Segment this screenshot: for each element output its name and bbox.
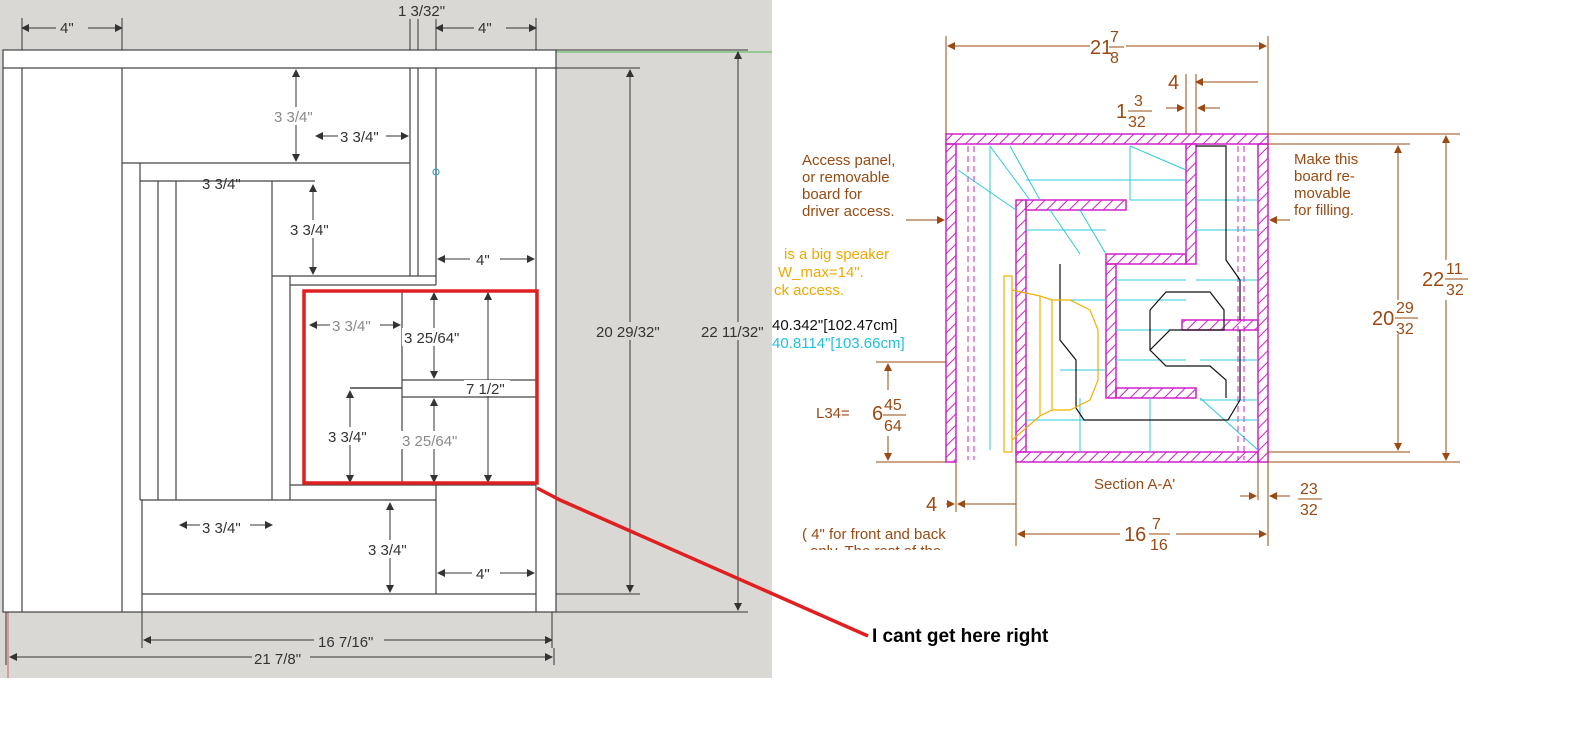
height-outer-whole: 22 <box>1422 269 1444 291</box>
cad-top-1-whole: 1 <box>1116 101 1127 123</box>
dim-inner-3-3-4: 3 3/4" <box>202 176 241 193</box>
make-note-line-2: board re- <box>1294 168 1355 185</box>
foot-note-line-1: ( 4" for front and back <box>802 526 946 543</box>
dim-width-16-7-16: 16 7/16" <box>318 634 373 651</box>
cad-top-width-den: 8 <box>1110 50 1119 67</box>
dim-top-right-4: 4" <box>478 20 492 37</box>
dim-top-1-3-32: 1 3/32" <box>398 3 445 20</box>
bottom-width-num: 7 <box>1152 516 1161 533</box>
cad-top-width-whole: 21 <box>1090 37 1112 59</box>
height-inner-num: 29 <box>1396 300 1414 317</box>
black-path-lines <box>1059 145 1241 421</box>
annotation-text: I cant get here right <box>872 626 1049 647</box>
guide-point <box>432 168 440 176</box>
lower-white-area <box>772 550 1571 746</box>
dim-bottom-3-3-4-v: 3 3/4" <box>368 542 407 559</box>
l34-den: 64 <box>884 418 902 435</box>
dim-v-3-3-4-a: 3 3/4" <box>274 109 313 126</box>
make-note-line-4: for filling. <box>1294 202 1354 219</box>
dim-bottom-3-3-4-h: 3 3/4" <box>202 520 241 537</box>
make-note-line-1: Make this <box>1294 151 1358 168</box>
bottom-23-32-num: 23 <box>1300 481 1318 498</box>
yellow-note-line-2: W_max=14". <box>778 264 864 281</box>
dim-top-left-4: 4" <box>60 20 74 37</box>
cyan-path-length: 40.8114"[103.66cm] <box>772 335 905 352</box>
access-note-line-2: or removable <box>802 169 890 186</box>
dim-height-22-11-32: 22 11/32" <box>701 324 764 341</box>
cad-top-1-num: 3 <box>1134 93 1143 110</box>
access-note-line-3: board for <box>802 186 862 203</box>
l34-label: L34= <box>816 405 850 422</box>
sketchup-drawing: 4" 1 3/32" 4" 3 3/4" 3 3/4" 3 3/4" 3 3/4… <box>0 0 780 678</box>
l34-num: 45 <box>884 397 902 414</box>
annotation-pointer-line <box>536 486 869 638</box>
cad-dimension-lines <box>876 36 1460 546</box>
cad-top-width-num: 7 <box>1110 29 1119 46</box>
hatched-walls <box>945 133 1269 463</box>
dim-v-3-3-4-b: 3 3/4" <box>290 222 329 239</box>
bottom-23-32-den: 32 <box>1300 502 1318 519</box>
removable-panel-dashes <box>967 146 1245 460</box>
height-outer-den: 32 <box>1446 282 1464 299</box>
height-inner-den: 32 <box>1396 321 1414 338</box>
height-inner-whole: 20 <box>1372 308 1394 330</box>
bottom-width-den: 16 <box>1150 537 1168 554</box>
dim-v-3-25-64-bot: 3 25/64" <box>402 433 457 450</box>
dim-right-4-mid: 4" <box>476 252 490 269</box>
dim-v-3-3-4-box: 3 3/4" <box>328 429 367 446</box>
yellow-note-line-3: ck access. <box>774 282 844 299</box>
annotation: I cant get here right <box>536 486 1049 647</box>
dim-h-3-3-4-a: 3 3/4" <box>340 129 379 146</box>
yellow-note-line-1: is a big speaker <box>784 246 889 263</box>
make-note-line-3: movable <box>1294 185 1351 202</box>
dim-h-7-1-2: 7 1/2" <box>466 381 505 398</box>
driver-outline <box>1003 275 1099 453</box>
dim-height-20-29-32: 20 29/32" <box>596 324 660 341</box>
dim-h-3-3-4-box: 3 3/4" <box>332 318 371 335</box>
cad-top-1-den: 32 <box>1128 114 1146 131</box>
access-note-line-4: driver access. <box>802 203 895 220</box>
highlight-box <box>302 289 539 485</box>
cad-labels: 21 7 8 4 1 3 32 Access panel, or removab… <box>772 29 1468 560</box>
cad-top-4: 4 <box>1168 72 1179 94</box>
height-outer-num: 11 <box>1446 261 1463 278</box>
dim-width-21-7-8: 21 7/8" <box>254 651 301 668</box>
black-path-length: 40.342"[102.47cm] <box>772 317 897 334</box>
dimension-labels: 4" 1 3/32" 4" 3 3/4" 3 3/4" 3 3/4" 3 3/4… <box>56 2 774 668</box>
access-note-line-1: Access panel, <box>802 152 895 169</box>
section-label: Section A-A' <box>1094 476 1175 493</box>
cad-drawing: 21 7 8 4 1 3 32 Access panel, or removab… <box>772 0 1571 560</box>
dim-v-3-25-64-top: 3 25/64" <box>404 330 459 347</box>
bottom-width-whole: 16 <box>1124 524 1146 546</box>
cabinet-outline <box>2 49 557 613</box>
l34-whole: 6 <box>872 403 883 425</box>
cad-bottom-4: 4 <box>926 494 937 516</box>
dim-bottom-4: 4" <box>476 566 490 583</box>
